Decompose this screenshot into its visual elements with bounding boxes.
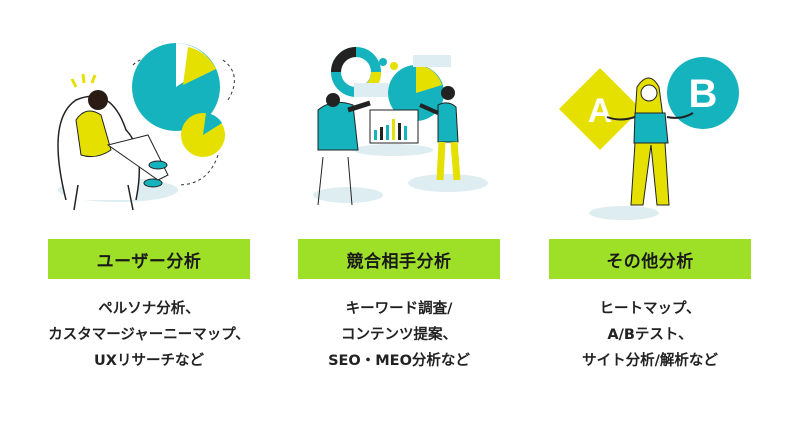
presentation-charts-icon (313, 47, 488, 206)
description-line: ペルソナ分析、 (98, 301, 200, 317)
user-analysis-illustration (38, 25, 260, 225)
description-line: サイト分析/解析など (582, 353, 718, 369)
competitor-analysis-description: キーワード調査/ コンテンツ提案、 SEO・MEO分析など (258, 296, 540, 374)
description-line: キーワード調査/ (345, 301, 453, 317)
description-line: ヒートマップ、 (599, 301, 701, 317)
person-chair-pie-chart-icon (57, 43, 235, 211)
section-other-analysis: A B その他分析 ヒートマップ、 A/Bテスト、 サイト分析/解析など (549, 0, 751, 430)
description-line: カスタマージャーニーマップ、 (48, 327, 250, 343)
competitor-analysis-illustration (288, 25, 510, 225)
other-analysis-illustration: A B (539, 25, 761, 225)
description-line: A/Bテスト、 (607, 327, 693, 343)
ab-badge-b: B (689, 72, 718, 116)
ab-test-woman-icon: A B (558, 57, 739, 220)
section-competitor-analysis: 競合相手分析 キーワード調査/ コンテンツ提案、 SEO・MEO分析など (298, 0, 500, 430)
description-line: SEO・MEO分析など (328, 353, 470, 369)
ab-badge-a: A (588, 92, 613, 130)
user-analysis-description: ペルソナ分析、 カスタマージャーニーマップ、 UXリサーチなど (8, 296, 290, 374)
other-analysis-title: その他分析 (549, 239, 751, 279)
description-line: UXリサーチなど (94, 353, 204, 369)
section-user-analysis: ユーザー分析 ペルソナ分析、 カスタマージャーニーマップ、 UXリサーチなど (48, 0, 250, 430)
competitor-analysis-title: 競合相手分析 (298, 239, 500, 279)
other-analysis-description: ヒートマップ、 A/Bテスト、 サイト分析/解析など (509, 296, 791, 374)
description-line: コンテンツ提案、 (341, 327, 457, 343)
user-analysis-title: ユーザー分析 (48, 239, 250, 279)
